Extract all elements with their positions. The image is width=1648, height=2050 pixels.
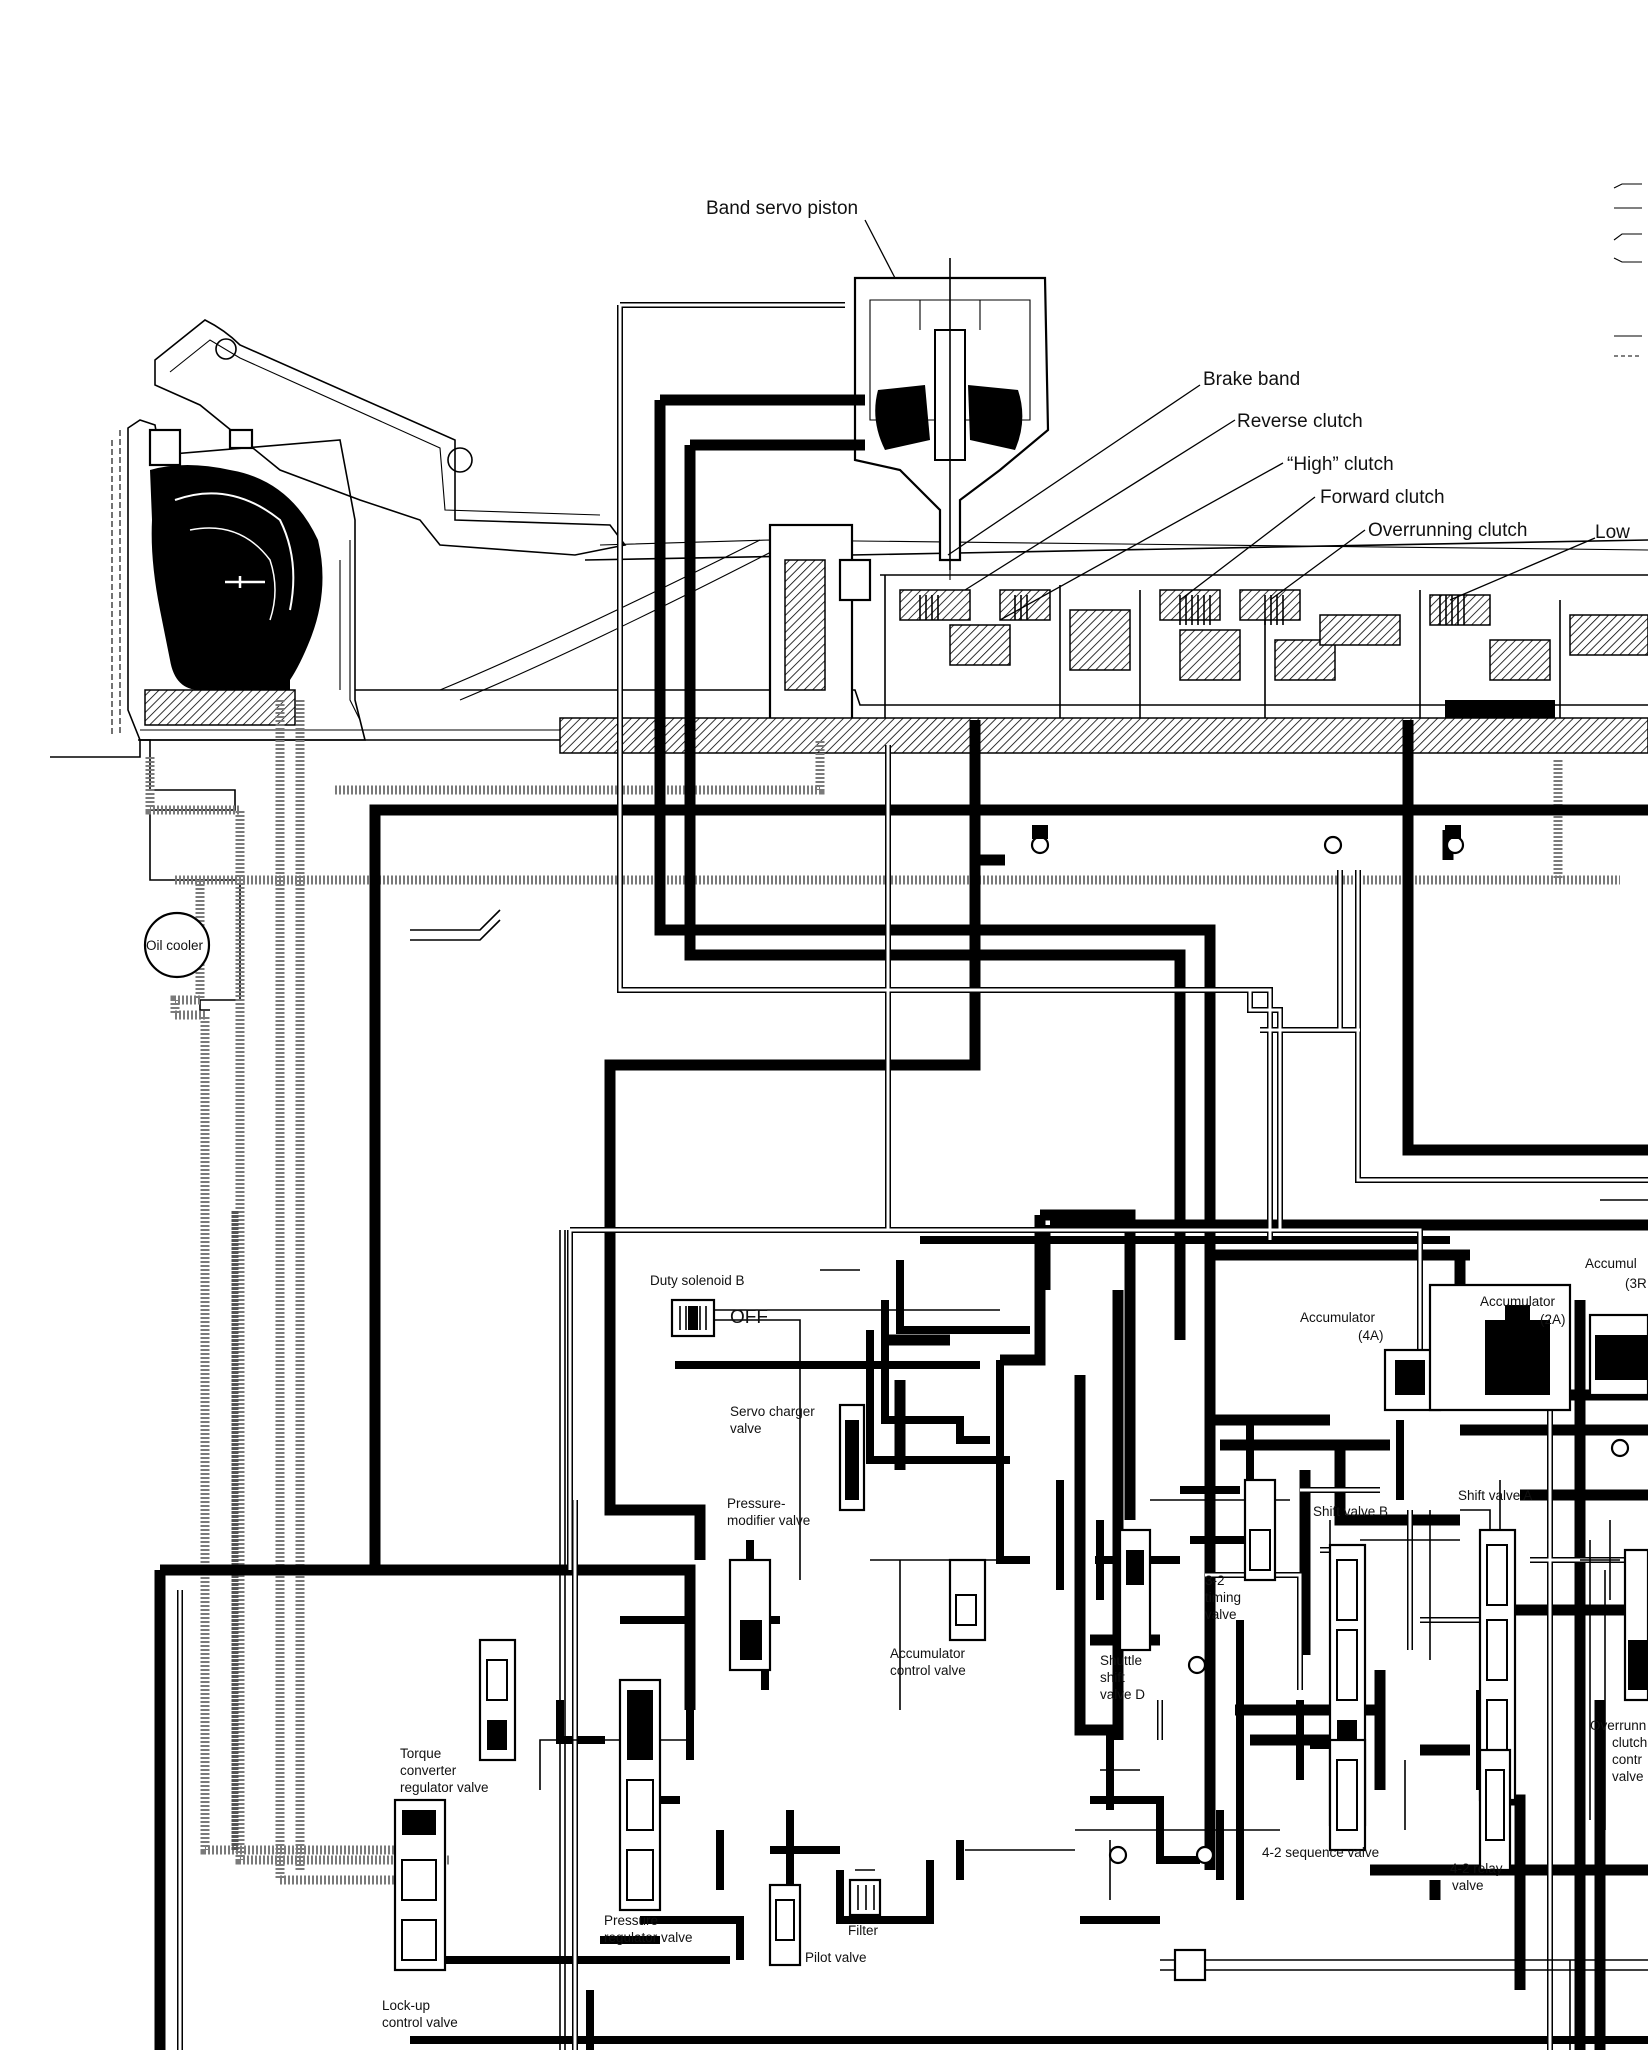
label-accumulator-2a-2: (2A) — [1540, 1312, 1566, 1327]
label-pilot-valve: Pilot valve — [805, 1950, 867, 1965]
label-accumulator-4a-2: (4A) — [1358, 1328, 1384, 1343]
signal-pressure-lines — [177, 302, 1648, 2050]
label-solenoid-state: OFF — [730, 1307, 768, 1328]
accumulator-3r — [1588, 1313, 1648, 1397]
label-accumulator-4a-1: Accumulator — [1300, 1310, 1376, 1325]
cooler-relief — [410, 909, 501, 941]
label-shuttle-shift-3: valve D — [1100, 1687, 1145, 1702]
label-pressure-regulator-1: Pressure — [604, 1913, 658, 1928]
torque-converter — [144, 428, 323, 726]
valve-42-sequence — [1328, 1738, 1367, 1852]
label-accumulator-2a-1: Accumulator — [1480, 1294, 1556, 1309]
filter — [848, 1878, 882, 1917]
label-servo-charger-1: Servo charger — [730, 1404, 815, 1419]
label-high-clutch: “High” clutch — [1287, 454, 1394, 475]
label-duty-solenoid-b: Duty solenoid B — [650, 1273, 745, 1288]
valve-pressure-regulator — [618, 1678, 662, 1912]
label-pressure-regulator-2: regulator valve — [604, 1930, 693, 1945]
label-42-relay-2: valve — [1452, 1878, 1484, 1893]
label-band-servo-piston: Band servo piston — [706, 198, 858, 219]
leader-lines — [864, 219, 1596, 621]
accumulator-2a — [1428, 1283, 1572, 1412]
duty-solenoid-b — [670, 1298, 980, 1369]
label-overrunning-clutch: Overrunning clutch — [1368, 520, 1527, 541]
valve-32-timing — [1243, 1478, 1277, 1582]
label-filter: Filter — [848, 1923, 879, 1938]
valve-torque-converter-regulator — [478, 1638, 517, 1762]
label-overrunning-control-3: contr — [1612, 1752, 1643, 1767]
label-pressure-modifier-1: Pressure- — [727, 1496, 786, 1511]
label-timing-1: 3-2 — [1205, 1573, 1225, 1588]
margin-ticks — [1613, 183, 1642, 357]
label-shift-valve-a: Shift valve A — [1458, 1488, 1532, 1503]
valve-lockup-control — [393, 1798, 447, 1972]
label-42-sequence-valve: 4-2 sequence valve — [1262, 1845, 1379, 1860]
oil-cooler — [143, 911, 211, 979]
label-overrunning-control-4: valve — [1612, 1769, 1644, 1784]
label-accumulator-control-1: Accumulator — [890, 1646, 966, 1661]
label-torque-converter-3: regulator valve — [400, 1780, 489, 1795]
label-torque-converter-2: converter — [400, 1763, 457, 1778]
label-lockup-1: Lock-up — [382, 1998, 430, 2013]
valve-pilot — [768, 1883, 802, 1967]
label-pressure-modifier-2: modifier valve — [727, 1513, 810, 1528]
valve-42-relay — [1478, 1748, 1512, 1872]
label-brake-band: Brake band — [1203, 369, 1300, 390]
label-reverse-clutch: Reverse clutch — [1237, 411, 1363, 432]
label-timing-3: valve — [1205, 1607, 1237, 1622]
label-accumulator-3r-1: Accumul — [1585, 1256, 1637, 1271]
valve-servo-charger — [838, 1403, 866, 1512]
valve-accumulator-control — [948, 1558, 987, 1642]
valve-bottom-center — [1173, 1948, 1207, 1982]
valve-pressure-modifier — [728, 1558, 772, 1672]
valve-shuttle-shift-d — [1118, 1528, 1152, 1652]
label-timing-2: timing — [1205, 1590, 1241, 1605]
label-overrunning-control-1: Overrunn — [1590, 1718, 1646, 1733]
label-shuttle-shift-1: Shuttle — [1100, 1653, 1142, 1668]
label-servo-charger-2: valve — [730, 1421, 762, 1436]
band-servo-piston-assembly — [853, 258, 1050, 580]
converter-lube-lines — [145, 700, 1620, 1885]
label-shift-valve-b: Shift valve B — [1313, 1504, 1388, 1519]
label-accumulator-3r-2: (3R — [1625, 1276, 1647, 1291]
label-overrunning-control-2: clutch — [1612, 1735, 1647, 1750]
label-torque-converter-1: Torque — [400, 1746, 441, 1761]
valve-overrunning-clutch-control — [1623, 1548, 1648, 1702]
label-forward-clutch: Forward clutch — [1320, 487, 1445, 508]
labels: Band servo piston Brake band Reverse clu… — [146, 198, 1647, 2030]
label-low: Low — [1595, 522, 1630, 543]
label-lockup-2: control valve — [382, 2015, 458, 2030]
clutch-pack-assembly — [559, 523, 1648, 754]
label-shuttle-shift-2: shift — [1100, 1670, 1125, 1685]
label-42-relay-1: 4-2 relay — [1450, 1861, 1503, 1876]
line-pressure-circuit — [154, 394, 1648, 2050]
label-oil-cooler: Oil cooler — [146, 938, 204, 953]
label-accumulator-control-2: control valve — [890, 1663, 966, 1678]
